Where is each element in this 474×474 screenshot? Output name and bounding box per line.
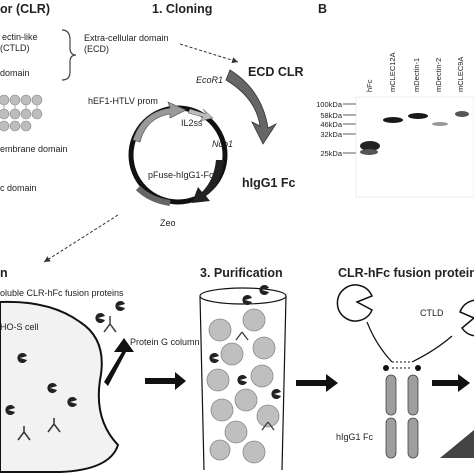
protein-pacman-4 xyxy=(5,404,15,415)
lane-label-4: mCLEC9A xyxy=(456,57,465,92)
ctld-label-line1: ectin-like xyxy=(2,32,38,42)
membrane-bilayer-lower xyxy=(0,120,32,132)
fusion-title: CLR-hFc fusion protein xyxy=(338,266,474,280)
blot-bands xyxy=(360,111,469,155)
secreted-pacman-2 xyxy=(115,301,125,311)
column-wall-right xyxy=(281,295,287,471)
band-mclec12a xyxy=(383,117,403,123)
promoter-arrow xyxy=(132,101,187,143)
lane-label-3: mDectin-2 xyxy=(434,58,443,92)
ecd-brace xyxy=(61,29,77,81)
promoter-label: hEF1-HTLV prom xyxy=(88,96,158,106)
fusion-higg1-fc-label: hIgG1 Fc xyxy=(336,432,374,442)
cyt-domain-label: c domain xyxy=(0,183,37,193)
cho-s-cell xyxy=(0,300,120,473)
linker-left xyxy=(366,321,393,363)
band-hfc xyxy=(360,141,380,151)
il2ss-arrow xyxy=(187,108,214,122)
ecd-label-line2: (ECD) xyxy=(84,44,109,54)
ecd-arrow xyxy=(179,43,239,64)
cloning-title: 1. Cloning xyxy=(152,2,212,16)
il2ss-label: IL2ss xyxy=(181,118,203,128)
ecd-clr-insert-arrow xyxy=(225,69,278,145)
panel-b-letter: B xyxy=(318,2,327,16)
domain-label: domain xyxy=(0,68,30,78)
lane-labels: hFc mCLEC12A mDectin-1 mDectin-2 mCLEC9A xyxy=(365,52,465,92)
higg1-fc-ring-arrow xyxy=(192,160,224,203)
column-wall-left xyxy=(199,295,205,471)
fc-ch2-right xyxy=(407,374,419,416)
band-hfc-lower xyxy=(360,149,378,155)
fc-ch3-left xyxy=(385,417,397,459)
protein-pacman-3 xyxy=(67,396,77,407)
ecd-clr-label: ECD CLR xyxy=(248,65,304,79)
band-mclec9a xyxy=(455,111,469,117)
ctld-head-left xyxy=(336,284,373,322)
marker-label-1: 58kDa xyxy=(320,111,343,120)
ctld-label-line2: (CTLD) xyxy=(0,43,30,53)
cloning-to-expression-arrow xyxy=(43,214,119,263)
band-mdectin1 xyxy=(408,113,428,119)
lane-label-1: mCLEC12A xyxy=(388,52,397,92)
protein-pacman-1 xyxy=(17,353,27,364)
secreted-pacman-1 xyxy=(95,313,105,324)
zeo-arrow xyxy=(135,185,171,206)
membrane-bilayer xyxy=(0,94,43,120)
intracellular-proteins xyxy=(5,353,77,441)
bound-proteins xyxy=(209,285,281,431)
higg1-fc-label: hIgG1 Fc xyxy=(242,176,296,190)
linker-right xyxy=(411,335,453,363)
marker-label-4: 25kDa xyxy=(320,149,343,158)
cell-label: HO-S cell xyxy=(0,322,39,332)
fc-ch2-left xyxy=(385,374,397,416)
hinge-dot-right xyxy=(415,365,421,371)
secreted-proteins xyxy=(95,301,125,333)
lane-label-2: mDectin-1 xyxy=(412,58,421,92)
fusion-next-arrow xyxy=(432,374,470,392)
column-label: Protein G column xyxy=(130,337,200,347)
soluble-label: oluble CLR-hFc fusion proteins xyxy=(0,288,124,298)
ctld-label: CTLD xyxy=(420,308,444,318)
hinge-dot-left xyxy=(383,365,389,371)
zeo-label: Zeo xyxy=(160,218,176,228)
panel-a-title: or (CLR) xyxy=(0,2,50,16)
ecd-label-line1: Extra-cellular domain xyxy=(84,33,169,43)
expression-title: n xyxy=(0,266,8,280)
secretion-arrow xyxy=(104,338,134,386)
tm-domain-label: embrane domain xyxy=(0,144,68,154)
protein-g-beads xyxy=(206,308,280,464)
plasmid-label: pFuse-hIgG1-Fc xyxy=(148,170,214,180)
marker-label-2: 46kDa xyxy=(320,120,343,129)
ecori-label: EcoR1 xyxy=(196,75,223,85)
purification-to-fusion-arrow xyxy=(296,374,338,392)
fc-ch3-right xyxy=(407,417,419,459)
band-mdectin2 xyxy=(432,122,448,126)
purification-title: 3. Purification xyxy=(200,266,283,280)
membrane-tails xyxy=(3,105,38,109)
marker-label-3: 32kDa xyxy=(320,130,343,139)
lane-label-0: hFc xyxy=(365,79,374,92)
expression-to-purification-arrow xyxy=(145,372,186,390)
ctld-head-right xyxy=(459,299,474,337)
protein-pacman-2 xyxy=(47,383,57,394)
marker-label-0: 100kDa xyxy=(316,100,343,109)
gradient-wedge xyxy=(440,430,474,458)
